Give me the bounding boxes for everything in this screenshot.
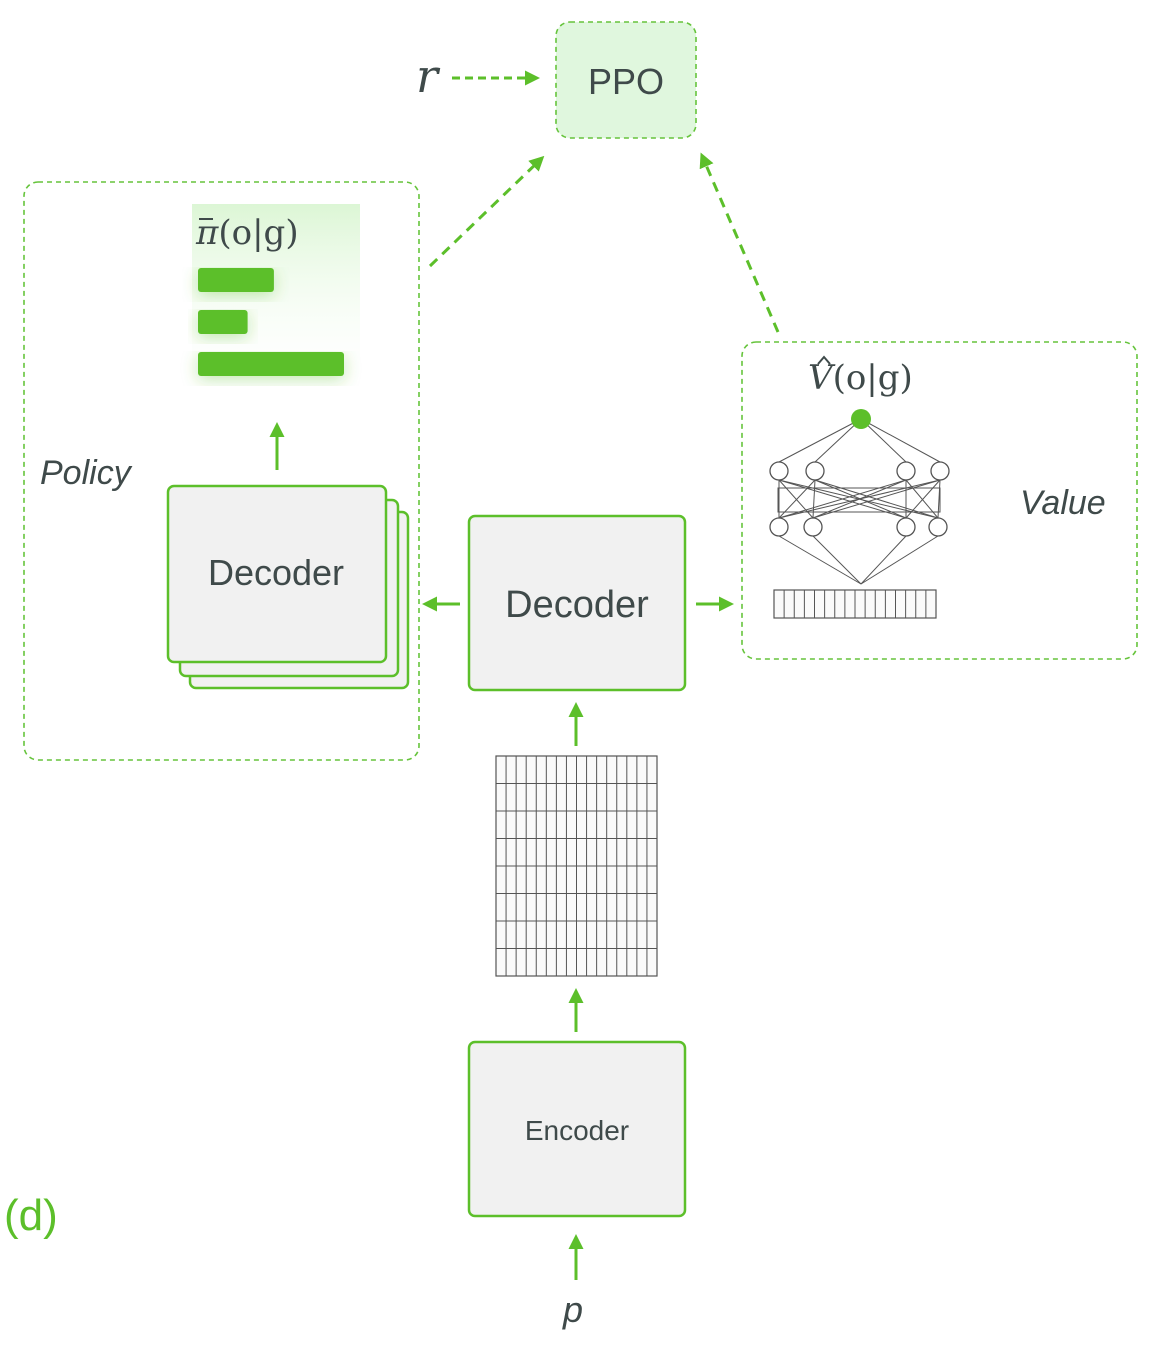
policy-decoder-stack: Decoder [166,484,410,690]
encoder-label: Encoder [525,1115,629,1146]
value-hat [817,355,831,365]
value-neuron [769,461,789,481]
policy-decoder-layer-1 [166,484,388,664]
encoder-node: Encoder [467,1040,687,1218]
reward-symbol: r [416,49,441,103]
value-to-ppo-arrow [699,152,780,333]
value-edge [814,418,862,463]
value-neuron [928,517,948,537]
panel-label: (d) [4,1191,58,1240]
value-network: V(o|g) [769,355,950,619]
value-neuron [769,517,789,537]
policy-decoder-label: Decoder [208,552,344,593]
policy-output-label: π(o|g) [195,213,299,253]
value-hidden-layer-box [777,487,941,513]
value-edge [860,418,907,463]
policy-group-label: Policy [40,454,133,492]
policy-output: π(o|g) [192,204,360,400]
policy-group-frame [23,181,420,761]
value-neuron [930,461,950,481]
value-edge [778,535,862,585]
policy-to-ppo-arrow [428,155,545,268]
value-edge [812,535,862,585]
token-embedding-grid [495,755,658,977]
policy-bar [198,310,248,334]
prompt-symbol: p [562,1289,583,1330]
main-decoder-node: Decoder [467,514,687,692]
value-edge [860,535,907,585]
value-output-label: V(o|g) [808,358,913,398]
value-edge [860,535,939,585]
value-network-graph [769,409,950,619]
policy-bar [198,268,274,292]
value-neuron [896,461,916,481]
value-output-neuron [851,409,871,429]
policy-distribution-bars [198,268,344,376]
value-group-frame [741,341,1138,660]
policy-bar [198,352,344,376]
ppo-label: PPO [588,61,664,102]
value-neuron [805,461,825,481]
value-group-label: Value [1020,484,1106,522]
value-neuron [896,517,916,537]
ppo-node: PPO [555,21,697,139]
main-decoder-label: Decoder [505,584,649,626]
value-edge [778,418,862,463]
value-neuron [803,517,823,537]
value-edge [860,418,941,463]
